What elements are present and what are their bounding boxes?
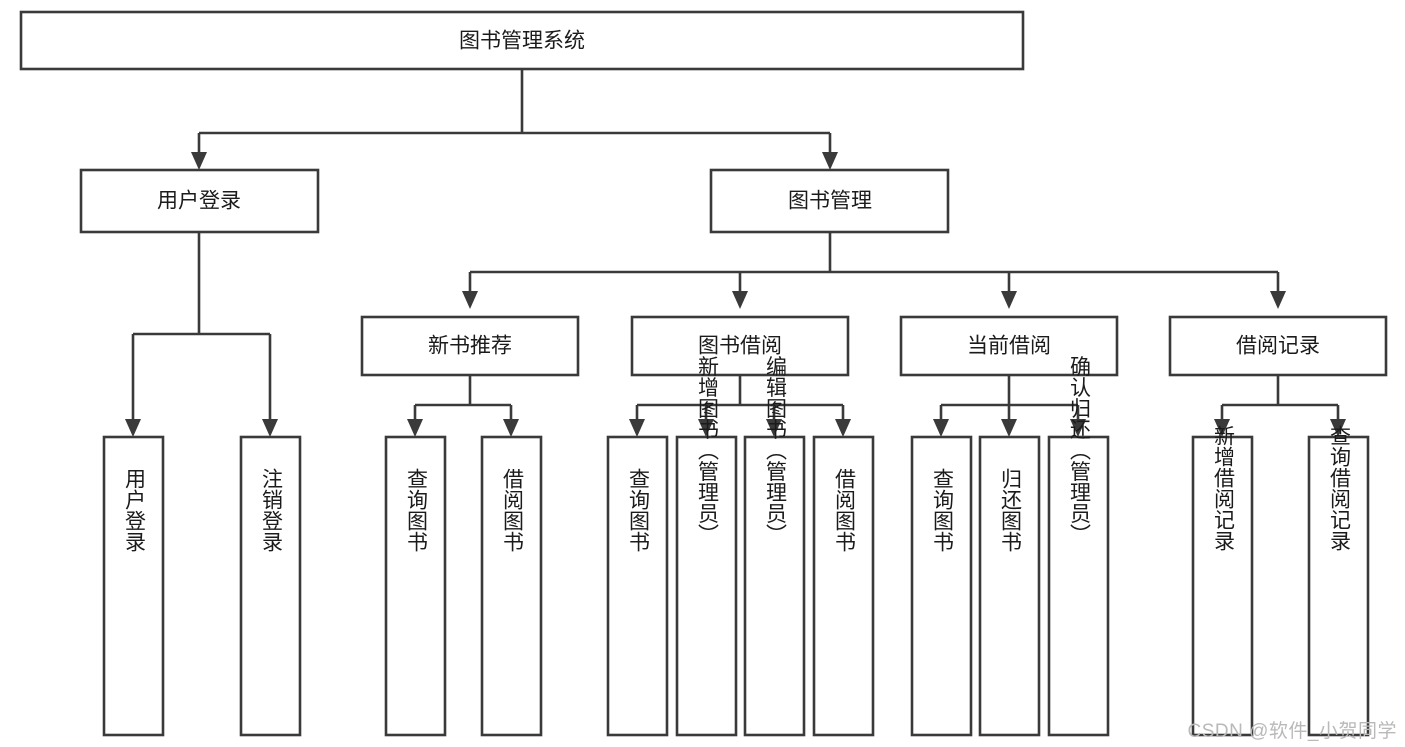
leaf-nbr-borrow-book-label: 借阅图书 [501, 468, 525, 552]
leaf-bb-add-book[interactable]: 新增图书（管理员） [675, 356, 738, 737]
leaf-cb-return-book-box[interactable] [978, 435, 1041, 737]
node-current-borrow-box[interactable] [899, 315, 1119, 377]
connector-group-user-login [125, 232, 278, 437]
leaf-br-query-record[interactable]: 查询借阅记录 [1307, 425, 1370, 737]
arrow-head-book-borrow [732, 291, 748, 309]
node-user-login-box[interactable] [79, 168, 320, 234]
leaf-user-login-login-box[interactable] [102, 435, 165, 737]
leaf-br-add-record[interactable]: 新增借阅记录 [1191, 425, 1254, 737]
connector-group-borrow-record [1214, 375, 1346, 437]
node-new-book-recommend[interactable]: 新书推荐 [360, 315, 580, 377]
arrow-head-leaf-logout [262, 419, 278, 437]
leaf-bb-add-book-label: 新增图书（管理员） [696, 356, 720, 545]
arrow-head-bb-leaf-4 [835, 419, 851, 437]
arrow-head-nbr-leaf-2 [503, 419, 519, 437]
arrow-head-br-leaf-1 [1214, 419, 1230, 437]
node-book-borrow-label: 图书借阅 [698, 335, 782, 358]
node-book-management[interactable]: 图书管理 [709, 168, 950, 234]
leaf-nbr-query-book-label: 查询图书 [405, 468, 429, 552]
leaf-bb-edit-book[interactable]: 编辑图书（管理员） [743, 356, 806, 737]
node-book-borrow[interactable]: 图书借阅 [630, 315, 850, 377]
leaf-bb-edit-book-box[interactable] [743, 435, 806, 737]
leaf-bb-borrow-book[interactable]: 借阅图书 [812, 435, 875, 737]
leaf-br-add-record-label: 新增借阅记录 [1212, 425, 1236, 551]
leaf-br-query-record-box[interactable] [1307, 435, 1370, 737]
arrow-head-book-mgmt [822, 152, 838, 170]
connector-group-book-mgmt [462, 232, 1286, 309]
arrow-head-br-leaf-2 [1330, 419, 1346, 437]
arrow-head-borrow-record [1270, 291, 1286, 309]
leaf-cb-return-book-label: 归还图书 [999, 468, 1023, 552]
connector-group-book-borrow [629, 375, 851, 437]
leaf-cb-return-book[interactable]: 归还图书 [978, 435, 1041, 737]
leaf-nbr-borrow-book[interactable]: 借阅图书 [480, 435, 543, 737]
arrow-head-bb-leaf-3 [766, 419, 782, 437]
leaf-nbr-borrow-book-box[interactable] [480, 435, 543, 737]
leaf-bb-query-book[interactable]: 查询图书 [606, 435, 669, 737]
leaf-bb-edit-book-label: 编辑图书（管理员） [764, 356, 788, 545]
node-user-login-label: 用户登录 [157, 190, 241, 213]
arrow-head-leaf-user-login [125, 419, 141, 437]
leaf-bb-add-book-box[interactable] [675, 435, 738, 737]
leaf-cb-confirm-return[interactable]: 确认归还（管理员） [1047, 356, 1110, 737]
node-borrow-record-label: 借阅记录 [1236, 335, 1320, 358]
node-new-book-recommend-label: 新书推荐 [428, 335, 512, 358]
leaf-bb-borrow-book-label: 借阅图书 [833, 468, 857, 552]
connector-group-root [191, 69, 838, 170]
node-borrow-record-box[interactable] [1168, 315, 1388, 377]
node-current-borrow-label: 当前借阅 [967, 335, 1051, 358]
leaf-user-login-login-label: 用户登录 [123, 468, 147, 552]
leaf-bb-borrow-book-box[interactable] [812, 435, 875, 737]
arrow-head-bb-leaf-1 [629, 419, 645, 437]
leaf-cb-confirm-return-label: 确认归还（管理员） [1068, 356, 1092, 545]
leaf-user-login-logout-box[interactable] [239, 435, 302, 737]
leaf-nbr-query-book-box[interactable] [384, 435, 447, 737]
leaf-user-login-login[interactable]: 用户登录 [102, 435, 165, 737]
node-borrow-record[interactable]: 借阅记录 [1168, 315, 1388, 377]
node-root[interactable]: 图书管理系统 [19, 10, 1025, 71]
arrow-head-current-borrow [1001, 291, 1017, 309]
leaf-user-login-logout-label: 注销登录 [260, 468, 284, 552]
leaf-user-login-logout[interactable]: 注销登录 [239, 435, 302, 737]
node-root-box[interactable] [19, 10, 1025, 71]
leaf-cb-query-book-box[interactable] [910, 435, 973, 737]
arrow-head-user-login [191, 152, 207, 170]
leaf-br-add-record-box[interactable] [1191, 435, 1254, 737]
leaf-nbr-query-book[interactable]: 查询图书 [384, 435, 447, 737]
node-book-management-label: 图书管理 [788, 190, 872, 213]
leaf-bb-query-book-box[interactable] [606, 435, 669, 737]
node-book-management-box[interactable] [709, 168, 950, 234]
connector-group-current-borrow [933, 375, 1086, 437]
node-current-borrow[interactable]: 当前借阅 [899, 315, 1119, 377]
arrow-head-cb-leaf-2 [1001, 419, 1017, 437]
node-root-label: 图书管理系统 [459, 30, 585, 53]
leaf-cb-query-book[interactable]: 查询图书 [910, 435, 973, 737]
arrow-head-cb-leaf-1 [933, 419, 949, 437]
arrow-head-new-book-recommend [462, 291, 478, 309]
csdn-watermark: CSDN @软件_小贺同学 [1187, 721, 1397, 742]
node-book-borrow-box[interactable] [630, 315, 850, 377]
arrow-head-bb-leaf-2 [698, 419, 714, 437]
leaf-cb-confirm-return-box[interactable] [1047, 435, 1110, 737]
leaf-br-query-record-label: 查询借阅记录 [1328, 425, 1352, 551]
arrow-head-nbr-leaf-1 [407, 419, 423, 437]
arrow-head-cb-leaf-3 [1070, 419, 1086, 437]
node-new-book-recommend-box[interactable] [360, 315, 580, 377]
leaf-cb-query-book-label: 查询图书 [931, 468, 955, 552]
connector-group-new-book-recommend [407, 375, 519, 437]
leaf-bb-query-book-label: 查询图书 [627, 468, 651, 552]
node-user-login[interactable]: 用户登录 [79, 168, 320, 234]
